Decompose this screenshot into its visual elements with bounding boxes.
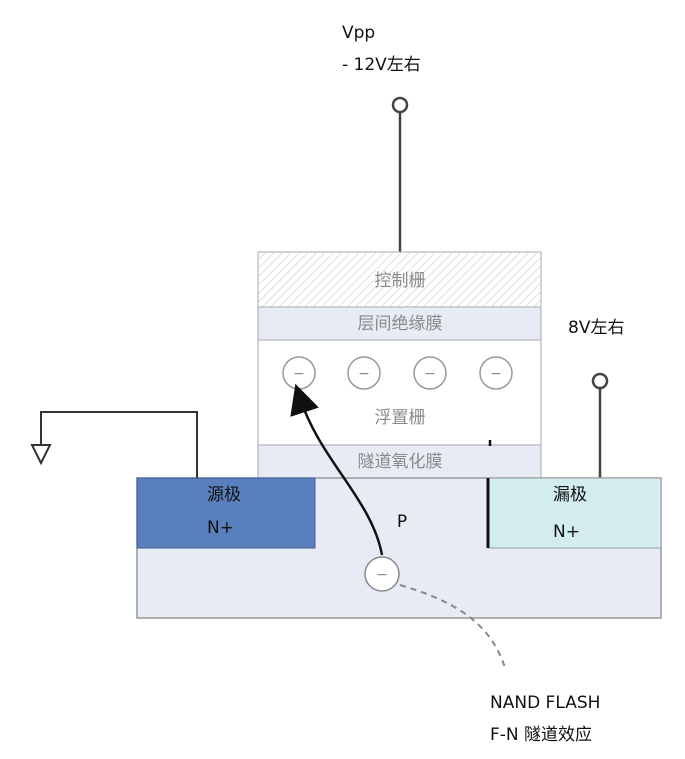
drain-terminal <box>591 372 609 390</box>
vpp-label: Vpp <box>342 23 375 43</box>
stored-electron: − <box>347 356 381 390</box>
source-label: 源极 <box>207 485 241 505</box>
stored-electron: − <box>479 356 513 390</box>
tunneling-arrow <box>290 383 384 556</box>
drain-region <box>487 477 662 549</box>
svg-text:−: − <box>293 366 305 382</box>
source-wire <box>40 411 198 478</box>
svg-text:−: − <box>424 366 436 382</box>
caption-subtitle: F-N 隧道效应 <box>490 725 592 745</box>
ground-icon <box>30 444 52 466</box>
source-type: N+ <box>207 518 234 538</box>
stored-electron: − <box>413 356 447 390</box>
tunneling-electron: − <box>364 556 400 592</box>
svg-text:−: − <box>376 567 388 583</box>
floating-gate <box>257 339 542 446</box>
stored-electron: − <box>282 356 316 390</box>
drain-voltage-label: 8V左右 <box>568 318 624 338</box>
interlayer-insulation-label: 层间绝缘膜 <box>358 314 443 334</box>
tunnel-oxide-label: 隧道氧化膜 <box>358 452 443 472</box>
electron-path-dashed <box>399 584 506 669</box>
drain-label: 漏极 <box>553 485 587 505</box>
svg-text:−: − <box>358 366 370 382</box>
control-gate-label: 控制栅 <box>375 271 426 291</box>
svg-text:−: − <box>490 366 502 382</box>
vpp-voltage: - 12V左右 <box>342 55 421 75</box>
source-region <box>136 477 316 549</box>
floating-gate-label: 浮置栅 <box>375 408 426 428</box>
substrate-label: P <box>397 512 407 532</box>
vpp-terminal <box>391 96 409 114</box>
drain-type: N+ <box>553 522 580 542</box>
caption-title: NAND FLASH <box>490 693 600 713</box>
